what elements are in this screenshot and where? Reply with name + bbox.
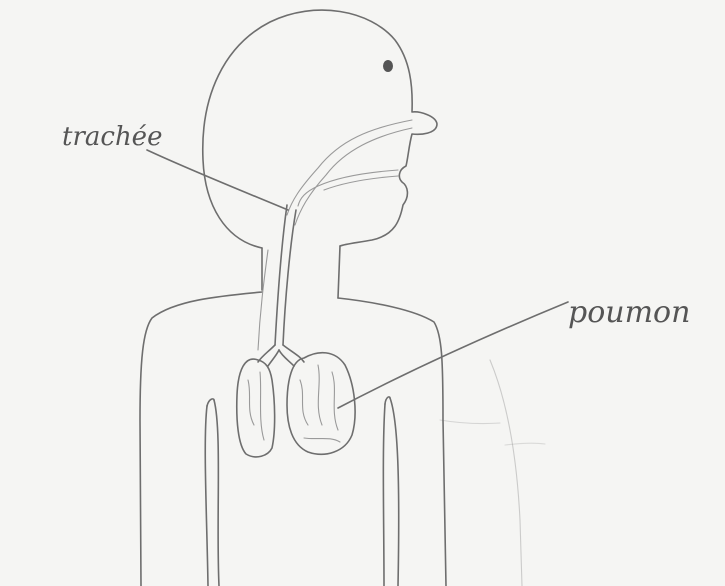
left-lung [237, 359, 275, 457]
airway [258, 120, 412, 366]
lungs [237, 353, 355, 457]
label-lung-group: poumon [338, 295, 690, 408]
trachea-right-wall [283, 210, 296, 345]
label-trachea-group: trachée [62, 122, 288, 210]
label-lung: poumon [568, 295, 690, 330]
leader-line-lung [338, 302, 568, 408]
leader-line-trachea [147, 150, 288, 210]
neck [262, 246, 340, 298]
trachea-left-wall [275, 205, 287, 345]
eye [383, 60, 393, 72]
label-trachea: trachée [62, 122, 162, 152]
head [203, 10, 437, 248]
paper-smudges [440, 360, 545, 586]
torso [140, 292, 446, 586]
